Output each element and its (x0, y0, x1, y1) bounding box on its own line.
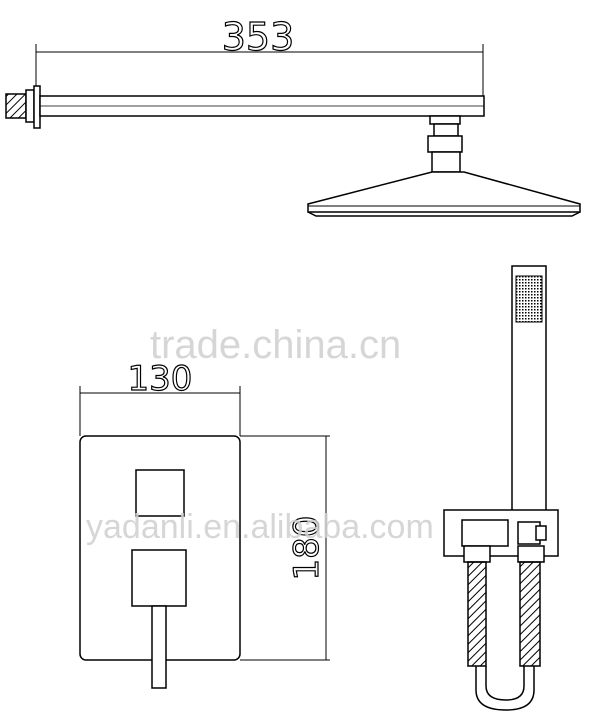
arm-length-dimension: 353 (222, 15, 295, 59)
plate-width-dimension: 130 (128, 359, 193, 399)
shower-arm (5, 44, 581, 217)
watermark-trade-china: trade.china.cn (150, 323, 401, 367)
valve-plate (79, 386, 330, 689)
plate-height-dimension: 180 (287, 516, 327, 581)
hand-shower (443, 265, 559, 711)
watermark-alibaba: yadanli.en.alibaba.com (86, 508, 434, 546)
